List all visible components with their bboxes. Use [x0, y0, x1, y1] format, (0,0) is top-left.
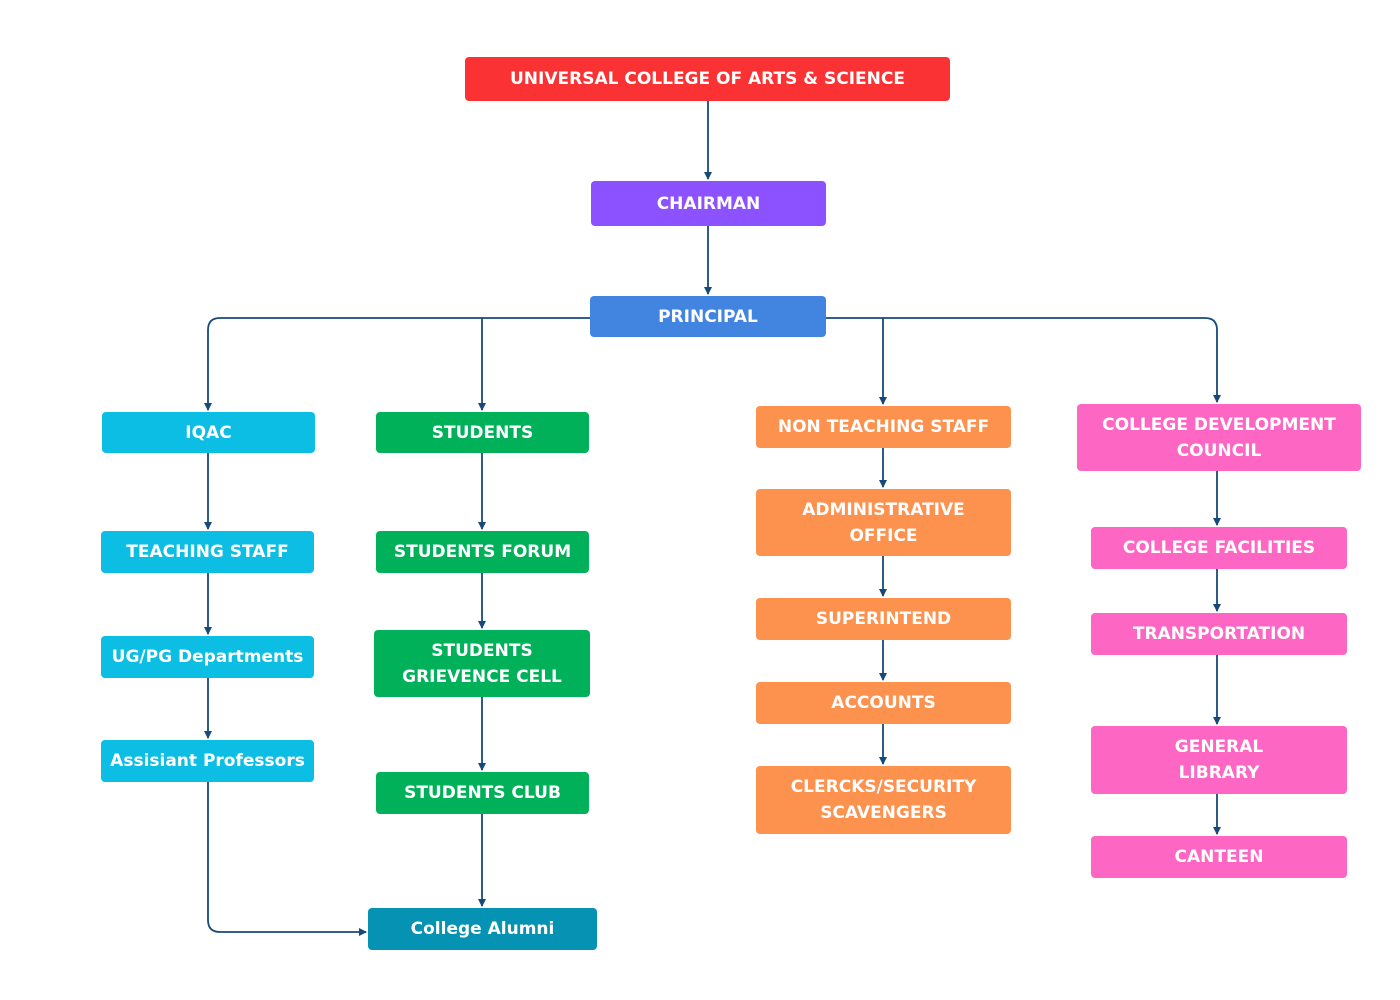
assistant-professors-node: Assisiant Professors: [101, 740, 314, 782]
clercks-security-node: CLERCKS/SECURITY SCAVENGERS: [756, 766, 1011, 834]
college-alumni-node: College Alumni: [368, 908, 597, 950]
iqac-node: IQAC: [102, 412, 315, 453]
college-node: UNIVERSAL COLLEGE OF ARTS & SCIENCE: [465, 57, 950, 101]
non-teaching-staff-node: NON TEACHING STAFF: [756, 406, 1011, 448]
students-club-node: STUDENTS CLUB: [376, 772, 589, 814]
connector-principal-iqac: [204, 317, 590, 411]
administrative-office-node: ADMINISTRATIVE OFFICE: [756, 489, 1011, 556]
college-facilities-node: COLLEGE FACILITIES: [1091, 527, 1347, 569]
teaching-staff-node: TEACHING STAFF: [101, 531, 314, 573]
connector-principal-development: [826, 317, 1221, 403]
canteen-node: CANTEEN: [1091, 836, 1347, 878]
transportation-node: TRANSPORTATION: [1091, 613, 1347, 655]
accounts-node: ACCOUNTS: [756, 682, 1011, 724]
students-forum-node: STUDENTS FORUM: [376, 531, 589, 573]
chairman-node: CHAIRMAN: [591, 181, 826, 226]
students-node: STUDENTS: [376, 412, 589, 453]
students-grievance-cell-node: STUDENTS GRIEVENCE CELL: [374, 630, 590, 697]
ug-pg-departments-node: UG/PG Departments: [101, 636, 314, 678]
general-library-node: GENERAL LIBRARY: [1091, 726, 1347, 794]
principal-node: PRINCIPAL: [590, 296, 826, 337]
connector-professors-alumni: [207, 782, 367, 936]
superintend-node: SUPERINTEND: [756, 598, 1011, 640]
college-development-council-node: COLLEGE DEVELOPMENT COUNCIL: [1077, 404, 1361, 471]
